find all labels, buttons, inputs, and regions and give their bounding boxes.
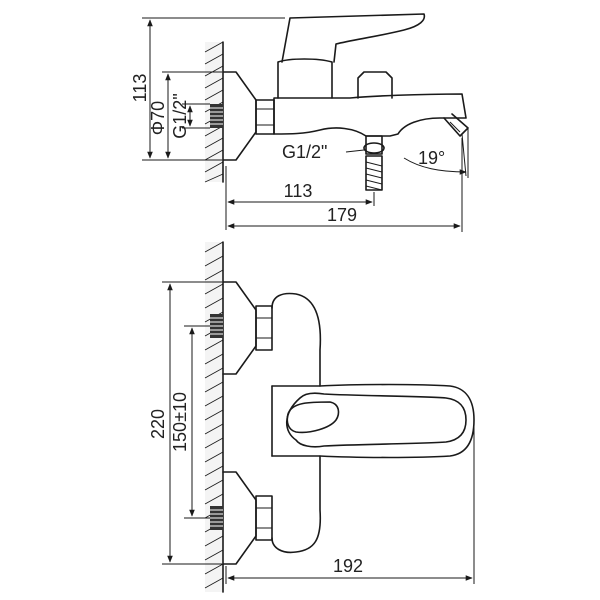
- front-length-dimension-label: 192: [333, 556, 363, 576]
- angle-arc: [403, 157, 467, 175]
- faucet-body: [273, 93, 467, 137]
- spout-front: [319, 383, 475, 459]
- diverter-knob: [357, 71, 393, 99]
- wall-hatch-front: [204, 241, 224, 593]
- length-dimension-label: 179: [327, 205, 357, 225]
- faucet-body-front: [271, 292, 322, 387]
- depth-dimension-label: 113: [284, 181, 313, 201]
- upper-hex-nut: [255, 305, 273, 351]
- front-view: [162, 241, 475, 593]
- shower-outlet: [363, 135, 385, 191]
- lower-hex-nut: [255, 495, 273, 541]
- height-dimension-label: 113: [130, 74, 150, 103]
- angle-label: 19°: [418, 148, 445, 168]
- angle-spout-line: [461, 133, 467, 177]
- side-view: [142, 13, 469, 232]
- front-height-dimension-label: 220: [148, 409, 168, 439]
- cartridge: [277, 58, 333, 99]
- lever-handle: [281, 13, 426, 63]
- hex-nut: [255, 99, 275, 135]
- lower-escutcheon: [222, 471, 257, 565]
- spout-aerator: [443, 113, 469, 137]
- outlet-thread-label: G1/2": [282, 142, 327, 162]
- lever-handle-front: [285, 392, 467, 448]
- escutcheon-flange: [222, 71, 257, 161]
- lever-handle-slot: [286, 401, 340, 434]
- inlet-thread-label: G1/2": [170, 93, 190, 138]
- diameter-dimension-label: Φ70: [148, 101, 168, 135]
- upper-escutcheon: [222, 281, 257, 375]
- centers-dimension-label: 150±10: [170, 392, 190, 452]
